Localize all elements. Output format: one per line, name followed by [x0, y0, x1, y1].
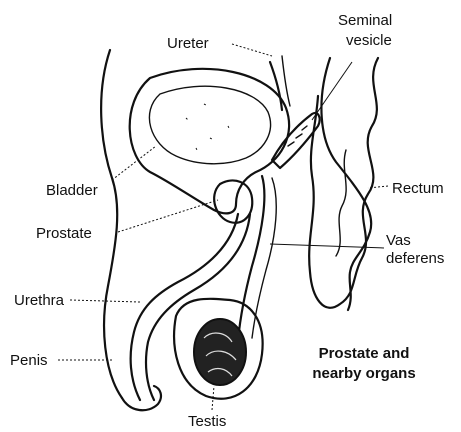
testis-shape	[194, 319, 246, 385]
label-seminal-line2: vesicle	[346, 32, 392, 49]
leader-prostate	[118, 200, 218, 232]
label-bladder: Bladder	[46, 182, 98, 199]
label-ureter: Ureter	[167, 35, 209, 52]
label-vas-line2: deferens	[386, 250, 444, 267]
label-testis: Testis	[188, 413, 226, 430]
rectum-inner	[336, 150, 346, 256]
leader-seminal	[312, 62, 352, 120]
diagram-title-line2: nearby organs	[284, 364, 444, 384]
label-rectum: Rectum	[392, 180, 444, 197]
bladder-texture	[186, 104, 229, 150]
body-front-outline	[101, 50, 122, 398]
rectum-wall	[309, 58, 378, 308]
ureter-tube-inner	[282, 56, 290, 106]
diagram-title-line1: Prostate and	[284, 344, 444, 364]
label-seminal-line1: Seminal	[338, 12, 392, 29]
label-prostate: Prostate	[36, 225, 92, 242]
label-penis: Penis	[10, 352, 48, 369]
diagram-title: Prostate and nearby organs	[284, 344, 444, 383]
bladder-inner	[149, 86, 270, 164]
ureter-tube	[270, 62, 282, 110]
prostate-shape	[214, 180, 252, 222]
penis-tip	[122, 386, 161, 410]
leader-ureter	[232, 44, 272, 56]
label-vas-line1: Vas	[386, 232, 411, 249]
label-urethra: Urethra	[14, 292, 64, 309]
